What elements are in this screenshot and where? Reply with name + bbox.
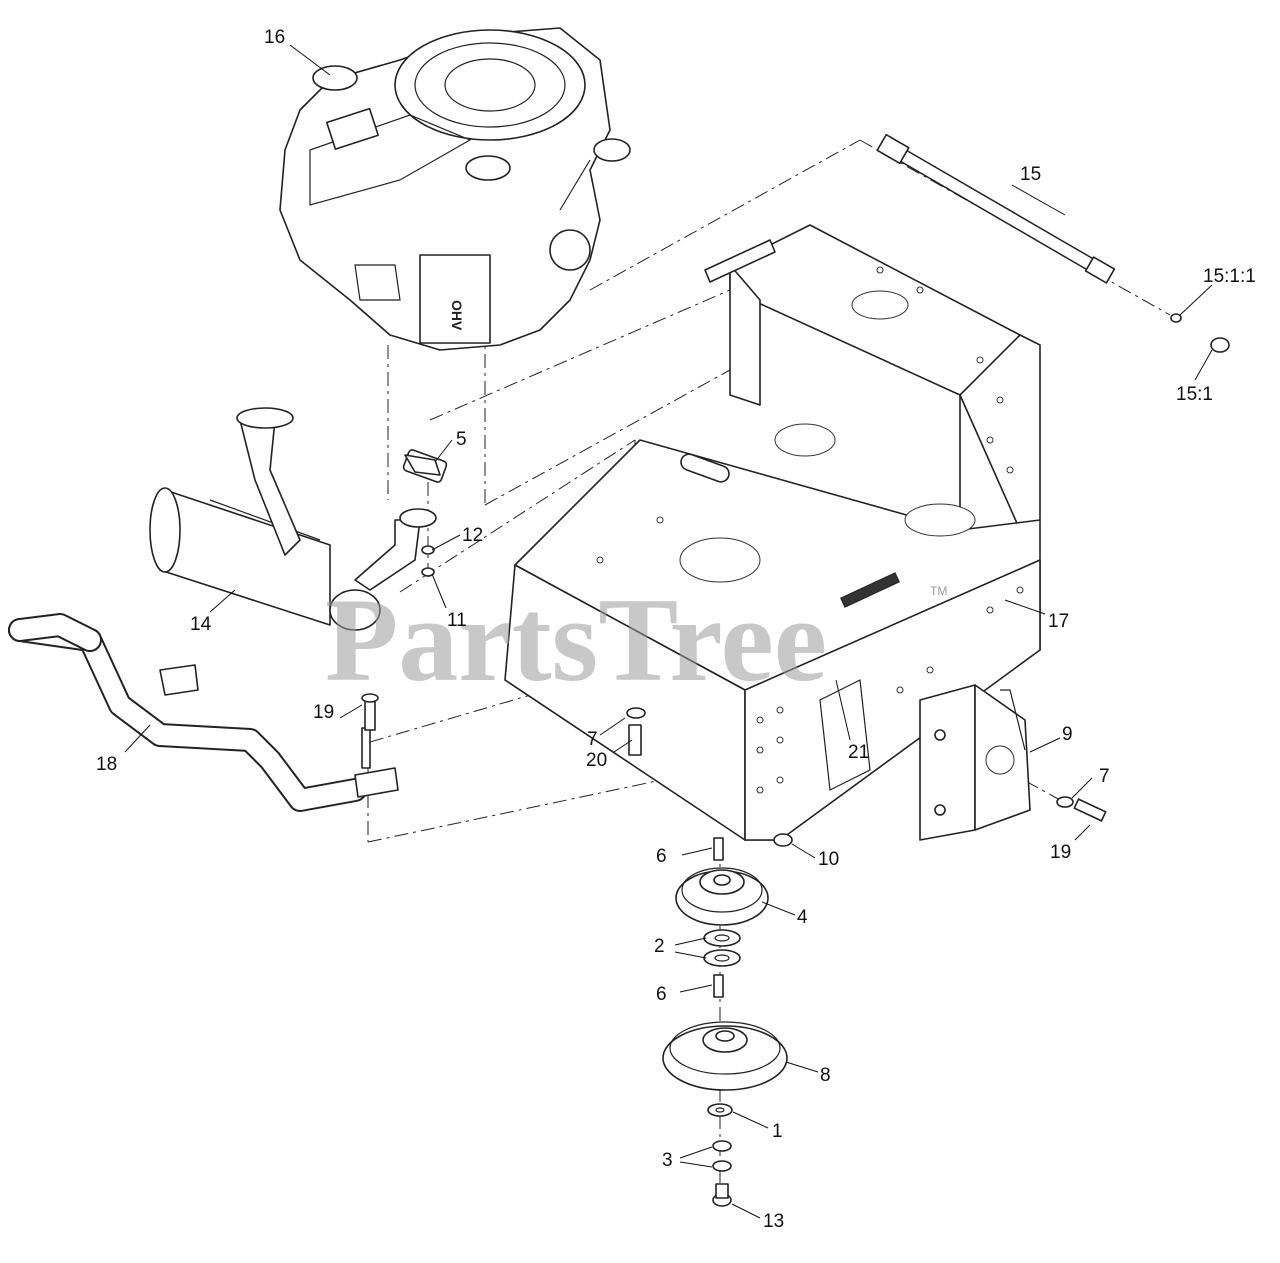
washers-1-3 bbox=[707, 1103, 733, 1207]
callout-10: 10 bbox=[818, 849, 839, 870]
bracket bbox=[919, 684, 1031, 841]
frame bbox=[504, 224, 1041, 841]
watermark-text: PartsTree bbox=[325, 573, 827, 706]
callout-20: 20 bbox=[586, 750, 607, 771]
callout-4: 4 bbox=[797, 907, 808, 928]
leader-lines bbox=[124, 44, 1213, 1219]
callout-5: 5 bbox=[456, 429, 467, 450]
watermark-trademark: TM bbox=[930, 584, 947, 598]
callout-12: 12 bbox=[462, 525, 483, 546]
callout-2: 2 bbox=[654, 936, 665, 957]
callout-3: 3 bbox=[662, 1150, 673, 1171]
callout-19-right: 19 bbox=[1050, 842, 1071, 863]
callout-6-bottom: 6 bbox=[656, 984, 667, 1005]
drive-shaft bbox=[876, 133, 1230, 353]
handle-bar bbox=[8, 613, 399, 812]
callout-15: 15 bbox=[1020, 164, 1041, 185]
callout-16: 16 bbox=[264, 27, 285, 48]
pulley-8 bbox=[662, 1021, 788, 1091]
callout-7-right: 7 bbox=[1099, 766, 1110, 787]
engine-ohv-label: OHV bbox=[449, 300, 465, 331]
watermark: PartsTree TM bbox=[325, 573, 947, 706]
hardware bbox=[361, 454, 1107, 998]
callout-13: 13 bbox=[763, 1211, 784, 1232]
callout-6-top: 6 bbox=[656, 846, 667, 867]
callout-1: 1 bbox=[772, 1121, 783, 1142]
callout-8: 8 bbox=[820, 1065, 831, 1086]
callout-9: 9 bbox=[1062, 724, 1073, 745]
callout-19-left: 19 bbox=[313, 702, 334, 723]
callout-14: 14 bbox=[190, 614, 212, 635]
frame-holes bbox=[596, 266, 1024, 794]
callout-7-left: 7 bbox=[587, 729, 598, 750]
callout-15-1: 15:1 bbox=[1176, 384, 1213, 405]
engine: OHV bbox=[279, 27, 631, 351]
callout-17: 17 bbox=[1048, 611, 1069, 632]
washers-2 bbox=[703, 929, 741, 967]
callouts: 16 15 15:1:1 15:1 5 12 14 11 17 19 18 7 … bbox=[96, 27, 1256, 1232]
callout-18: 18 bbox=[96, 754, 117, 775]
callout-21: 21 bbox=[848, 742, 869, 763]
callout-11: 11 bbox=[447, 610, 467, 631]
pulley-4 bbox=[675, 867, 769, 926]
callout-15-1-1: 15:1:1 bbox=[1203, 266, 1256, 287]
